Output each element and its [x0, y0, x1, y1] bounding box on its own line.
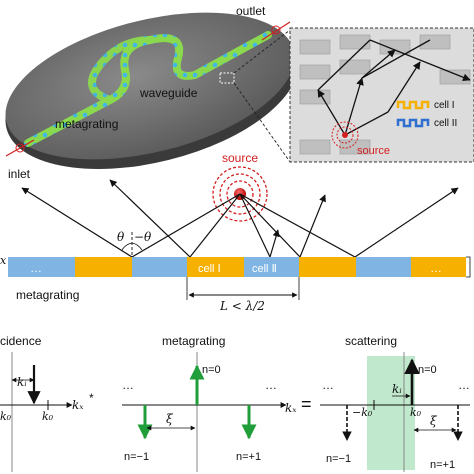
- outlet-wave-icon: [261, 21, 291, 41]
- order-np1-label: n=+1: [236, 451, 261, 463]
- cell1-block: [187, 257, 244, 277]
- period-label: L < λ/2: [219, 299, 265, 313]
- strip-end-bracket: [466, 256, 471, 278]
- propagating-band: [367, 356, 415, 470]
- middle-panel: source θ −θ: [0, 151, 471, 313]
- neg-theta-label: −θ: [134, 230, 152, 244]
- cell1-label-top: cell I: [434, 100, 455, 111]
- inset-source-icon: [331, 121, 359, 149]
- strip-dots-right: …: [430, 261, 442, 275]
- incidence-kx-label: kₓ: [72, 398, 84, 412]
- ray-diagram: [21, 179, 459, 258]
- cell2-serpentine: [396, 118, 430, 128]
- metagrating-xi-label: ξ: [166, 412, 174, 426]
- incidence-ki-label: kᵢ: [17, 375, 27, 389]
- scattering-title: scattering: [345, 334, 397, 348]
- device-illustration: outlet waveguide metagrating inlet: [5, 4, 299, 181]
- inset-rays: [317, 39, 471, 136]
- device-plate: [5, 12, 295, 160]
- inlet-wave-icon: [5, 139, 35, 157]
- axis-x-label: x: [0, 254, 7, 267]
- metagrating-dots-right: …: [265, 378, 277, 392]
- scatter-nm1-label: n=−1: [326, 453, 351, 465]
- cell1-serpentine: [396, 100, 430, 110]
- scatter-np1-label: n=+1: [430, 459, 455, 471]
- metagrating-label-mid: metagrating: [16, 288, 79, 302]
- equals-sign: =: [301, 394, 312, 414]
- strip-dots-left: …: [30, 261, 42, 275]
- scatter-n0-label: n=0: [418, 364, 437, 376]
- panel-incidence: cidence kᵢ k₀ k₀ kₓ *: [0, 334, 94, 472]
- order-nm1-label: n=−1: [124, 451, 149, 463]
- cell2-label-top: cell II: [434, 118, 457, 129]
- theta-label: θ: [117, 230, 125, 244]
- cell2-strip-label: cell Ⅱ: [252, 263, 277, 275]
- metagrating-kx-label: kₓ: [285, 401, 297, 415]
- zoom-box: [219, 72, 235, 84]
- incidence-k0-label: k₀: [42, 410, 54, 423]
- panel-scattering: scattering … … n=0 kᵢ −k₀ k₀ ξ n=−1 n=+1: [320, 334, 470, 472]
- scatter-xi-label: ξ: [430, 414, 438, 428]
- inset-structures: [299, 34, 471, 155]
- scatter-ki-label: kᵢ: [392, 382, 402, 396]
- metagrating-dots-left: …: [122, 378, 134, 392]
- theta-arc-left: [121, 242, 133, 251]
- incidence-k0-left: k₀: [0, 410, 12, 423]
- theta-arc-right: [131, 242, 143, 251]
- scattering-dots-left: …: [322, 378, 334, 392]
- order-n0-label: n=0: [202, 364, 221, 376]
- outlet-label: outlet: [236, 4, 266, 18]
- cell2-block: [244, 257, 299, 277]
- incidence-title: cidence: [0, 334, 42, 348]
- panel-metagrating: metagrating kₓ … … n=0 ξ n=−1 n=+1: [122, 334, 297, 472]
- zoom-inset: cell I cell II source: [289, 27, 474, 163]
- source-label-top: source: [357, 145, 390, 157]
- metagrating-panel-title: metagrating: [162, 334, 225, 348]
- waveguide-label: waveguide: [139, 86, 198, 100]
- metagrating-strip: [8, 257, 466, 277]
- incidence-star: *: [89, 391, 94, 405]
- scatter-k0-label: k₀: [410, 406, 422, 419]
- scatter-neg-k0-label: −k₀: [352, 406, 373, 419]
- inlet-label: inlet: [8, 167, 31, 181]
- waveguide-path-loop: [88, 36, 154, 104]
- cell1-strip-label: cell Ⅰ: [198, 263, 221, 275]
- scattering-dots-right: …: [458, 378, 470, 392]
- source-label-mid: source: [222, 151, 258, 165]
- metagrating-label-top: metagrating: [55, 117, 118, 131]
